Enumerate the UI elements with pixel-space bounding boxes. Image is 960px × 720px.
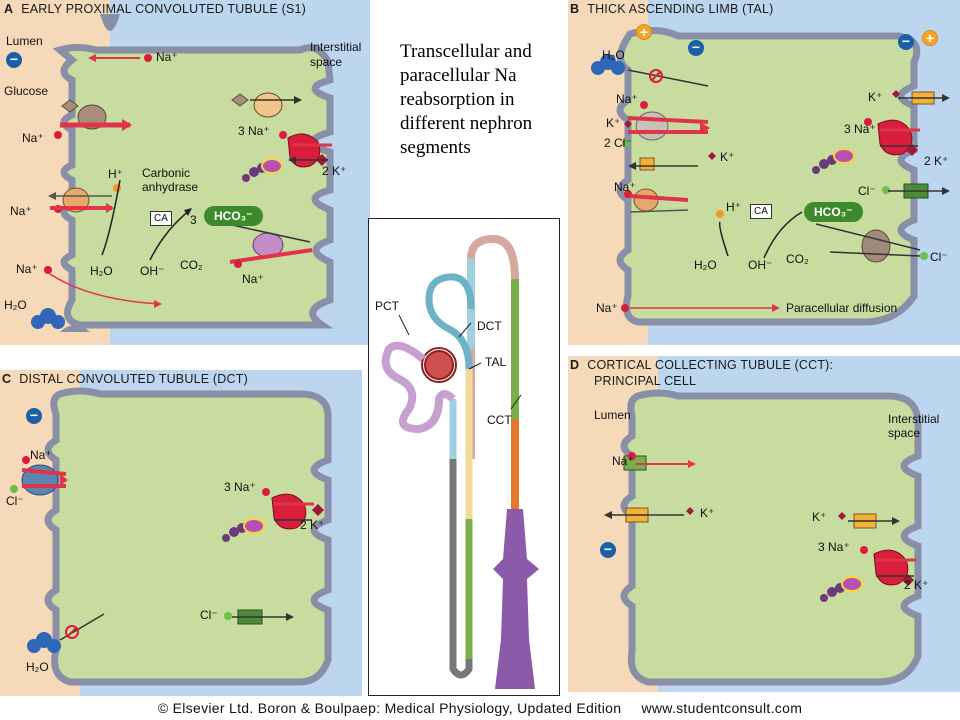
panel-c-letter: C bbox=[2, 372, 12, 386]
negative-charge-icon: − bbox=[898, 34, 914, 50]
chloride-label: 2 Cl⁻ bbox=[604, 136, 632, 150]
panel-b-title: THICK ASCENDING LIMB (TAL) bbox=[587, 2, 774, 16]
footer: © Elsevier Ltd. Boron & Boulpaep: Medica… bbox=[0, 696, 960, 720]
water-label: H₂O bbox=[4, 298, 27, 312]
three-sodium-label: 3 Na⁺ bbox=[224, 480, 256, 494]
positive-charge-icon: + bbox=[922, 30, 938, 46]
two-potassium-label: 2 K⁺ bbox=[300, 518, 325, 532]
website-link[interactable]: www.studentconsult.com bbox=[641, 700, 803, 716]
chloride-label: Cl⁻ bbox=[6, 494, 24, 508]
nephron-illustration bbox=[381, 234, 539, 689]
nephron-diagram: PCT DCT TAL CCT bbox=[368, 218, 560, 696]
hydroxide-label: OH⁻ bbox=[140, 264, 165, 278]
sodium-label: Na⁺ bbox=[156, 50, 178, 64]
water-label: H₂O bbox=[26, 660, 49, 674]
panel-a-illustration bbox=[0, 0, 370, 345]
carbonic-label: Carbonic bbox=[142, 166, 191, 180]
three-sodium-label: 3 Na⁺ bbox=[238, 124, 270, 138]
hydroxide-label: OH⁻ bbox=[748, 258, 773, 272]
sodium-label: Na⁺ bbox=[596, 301, 618, 315]
potassium-label: K⁺ bbox=[606, 116, 621, 130]
negative-charge-icon: − bbox=[600, 542, 616, 558]
sodium-label: Na⁺ bbox=[242, 272, 264, 286]
chloride-label: Cl⁻ bbox=[858, 184, 876, 198]
dct-label: DCT bbox=[477, 319, 502, 333]
panel-b-illustration bbox=[568, 0, 960, 345]
negative-charge-icon: − bbox=[688, 40, 704, 56]
interstitial-label: Interstitial bbox=[310, 40, 362, 54]
chloride-label: Cl⁻ bbox=[930, 250, 948, 264]
co2-label: CO₂ bbox=[786, 252, 809, 266]
panel-b-letter: B bbox=[570, 2, 580, 16]
potassium-label: K⁺ bbox=[812, 510, 827, 524]
water-label: H₂O bbox=[602, 48, 625, 62]
panel-d-title: CORTICAL COLLECTING TUBULE (CCT): bbox=[587, 358, 834, 372]
negative-charge-icon: − bbox=[26, 408, 42, 424]
sodium-label: Na⁺ bbox=[614, 180, 636, 194]
potassium-label: K⁺ bbox=[700, 506, 715, 520]
carbonic-anhydrase-box: CA bbox=[750, 204, 772, 219]
panel-c: C DISTAL CONVOLUTED TUBULE (DCT) − Na⁺ Cl… bbox=[0, 370, 362, 696]
lumen-label: Lumen bbox=[6, 34, 43, 48]
bicarbonate-badge: HCO₃⁻ bbox=[804, 202, 863, 222]
sodium-label: Na⁺ bbox=[10, 204, 32, 218]
pct-label: PCT bbox=[375, 299, 399, 313]
sodium-label: Na⁺ bbox=[16, 262, 38, 276]
negative-charge-icon: − bbox=[6, 52, 22, 68]
sodium-label: Na⁺ bbox=[612, 454, 634, 468]
three-sodium-label: 3 Na⁺ bbox=[818, 540, 850, 554]
two-potassium-label: 2 K⁺ bbox=[322, 164, 347, 178]
panel-d-illustration bbox=[568, 356, 960, 692]
panel-a-letter: A bbox=[4, 2, 14, 16]
sodium-label: Na⁺ bbox=[22, 131, 44, 145]
positive-charge-icon: + bbox=[636, 24, 652, 40]
proton-label: H⁺ bbox=[108, 167, 123, 181]
bicarbonate-badge: HCO₃⁻ bbox=[204, 206, 263, 226]
two-potassium-label: 2 K⁺ bbox=[924, 154, 949, 168]
interstitial-label-2: space bbox=[310, 55, 343, 69]
panel-d-subtitle: PRINCIPAL CELL bbox=[594, 374, 697, 388]
three-sodium-label: 3 Na⁺ bbox=[844, 122, 876, 136]
potassium-label: K⁺ bbox=[720, 150, 735, 164]
panel-c-illustration bbox=[0, 370, 362, 696]
two-potassium-label: 2 K⁺ bbox=[904, 578, 929, 592]
interstitial-label-2: space bbox=[888, 426, 921, 440]
water-label: H₂O bbox=[90, 264, 113, 278]
proton-label: H⁺ bbox=[726, 200, 741, 214]
co2-label: CO₂ bbox=[180, 258, 203, 272]
cell-body bbox=[44, 387, 332, 686]
lumen-label: Lumen bbox=[594, 408, 631, 422]
copyright-text: © Elsevier Ltd. Boron & Boulpaep: Medica… bbox=[157, 700, 622, 716]
stoichiometry-label: 3 bbox=[190, 213, 197, 227]
sodium-label: Na⁺ bbox=[616, 92, 638, 106]
sodium-label: Na⁺ bbox=[30, 448, 52, 462]
potassium-label: K⁺ bbox=[868, 90, 883, 104]
panel-d: D CORTICAL COLLECTING TUBULE (CCT): PRINC… bbox=[568, 356, 960, 692]
interstitial-label: Interstitial bbox=[888, 412, 940, 426]
carbonic-anhydrase-box: CA bbox=[150, 211, 172, 226]
panel-c-title: DISTAL CONVOLUTED TUBULE (DCT) bbox=[19, 372, 248, 386]
chloride-label: Cl⁻ bbox=[200, 608, 218, 622]
cell-body bbox=[616, 27, 921, 326]
glucose-label: Glucose bbox=[4, 84, 49, 98]
panel-d-letter: D bbox=[570, 358, 580, 372]
paracellular-diffusion-label: Paracellular diffusion bbox=[786, 301, 898, 315]
panel-a: A EARLY PROXIMAL CONVOLUTED TUBULE (S1) L… bbox=[0, 0, 370, 345]
cct-label: CCT bbox=[487, 413, 512, 427]
water-label: H₂O bbox=[694, 258, 717, 272]
cell-body bbox=[620, 389, 922, 686]
anhydrase-label: anhydrase bbox=[142, 180, 199, 194]
figure-caption: Transcellular and paracellular Na reabso… bbox=[400, 41, 533, 158]
panel-a-title: EARLY PROXIMAL CONVOLUTED TUBULE (S1) bbox=[21, 2, 307, 16]
tal-label: TAL bbox=[485, 355, 507, 369]
